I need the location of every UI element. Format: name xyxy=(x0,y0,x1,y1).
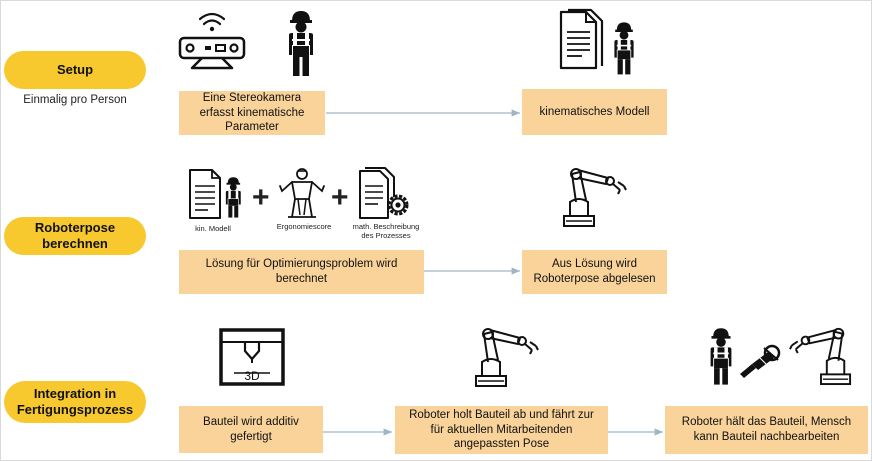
caption-math-beschreibung: math. Beschreibung des Prozesses xyxy=(352,222,420,241)
setup-label: Setup xyxy=(56,61,94,77)
caption-kin-modell: kin. Modell xyxy=(195,224,231,233)
pose-box-readout: Aus Lösung wird Roboterpose abgelesen xyxy=(522,250,667,294)
plus-operator-2: + xyxy=(331,181,349,214)
ergonomics-figure-icon xyxy=(279,168,325,218)
setup-box-model: kinematisches Modell xyxy=(522,89,667,135)
document-worker-icon xyxy=(189,169,241,219)
robot-arm-icon xyxy=(475,328,539,387)
worker-icon xyxy=(710,328,732,385)
pose-label: Roboterpose berechnen xyxy=(34,219,116,251)
robot-arm-icon xyxy=(563,168,627,227)
printer-3d-label: 3D xyxy=(244,369,260,383)
setup-box-stereo: Eine Stereokamera erfasst kinematische P… xyxy=(179,91,325,135)
pose-pill: Roboterpose berechnen xyxy=(4,217,146,255)
setup-sublabel: Einmalig pro Person xyxy=(23,94,127,106)
worker-icon xyxy=(614,22,634,75)
plus-operator-1: + xyxy=(252,181,270,214)
setup-pill: Setup xyxy=(4,51,146,89)
3d-printer-icon: 3D xyxy=(219,328,285,386)
document-stack-icon xyxy=(559,8,604,70)
integration-label: Integration in Fertigungsprozess xyxy=(16,385,134,417)
integration-box-pickup: Roboter holt Bauteil ab und fährt zur fü… xyxy=(395,406,608,454)
caption-ergonomiescore: Ergonomiescore xyxy=(276,222,332,231)
integration-pill: Integration in Fertigungsprozess xyxy=(4,381,146,423)
integration-box-additive: Bauteil wird additiv gefertigt xyxy=(179,406,323,453)
integration-box-handover: Roboter hält das Bauteil, Mensch kann Ba… xyxy=(665,406,868,454)
grinder-tool-icon xyxy=(740,344,781,378)
document-gear-icon xyxy=(359,167,409,219)
robot-arm-icon xyxy=(789,327,852,386)
stereo-camera-icon xyxy=(178,12,246,70)
pose-box-solve: Lösung für Optimierungsproblem wird bere… xyxy=(179,250,424,294)
worker-icon xyxy=(289,11,313,76)
